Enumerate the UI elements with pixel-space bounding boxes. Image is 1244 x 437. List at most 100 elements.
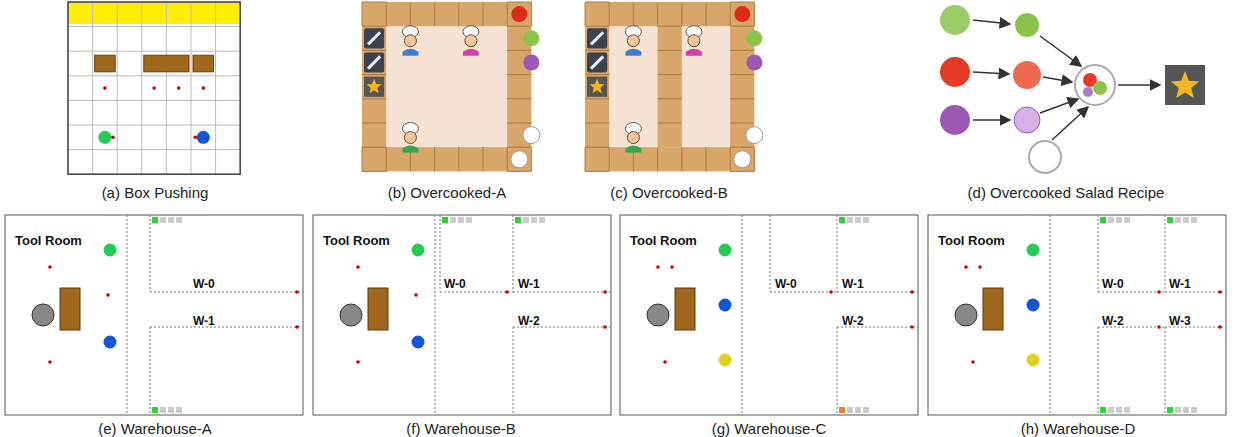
small-box xyxy=(95,55,116,72)
shape xyxy=(458,147,459,171)
shape xyxy=(48,360,52,364)
shape xyxy=(585,26,609,27)
shape xyxy=(1165,215,1166,292)
recipe-arrow xyxy=(1040,99,1078,113)
item-slot xyxy=(1191,217,1197,223)
item-slot xyxy=(1175,217,1181,223)
plate xyxy=(511,151,528,168)
workbench xyxy=(368,288,388,330)
shape xyxy=(585,147,609,148)
workshop-label: W-1 xyxy=(518,277,540,291)
chef-face xyxy=(688,35,700,47)
shape xyxy=(531,2,532,26)
recipe-arrow xyxy=(1040,36,1081,66)
shape xyxy=(837,327,838,415)
robot xyxy=(104,336,117,349)
robot xyxy=(412,336,425,349)
shape xyxy=(910,325,914,329)
shape xyxy=(152,86,156,90)
shape xyxy=(730,26,754,27)
shape xyxy=(730,74,754,75)
shape xyxy=(150,327,151,415)
shape xyxy=(68,26,240,27)
shape xyxy=(507,2,531,3)
tool-station xyxy=(32,304,54,326)
shape xyxy=(483,2,484,26)
recipe-arrow xyxy=(1052,107,1088,140)
shape xyxy=(68,149,240,150)
panel-caption: (g) Warehouse-C xyxy=(712,420,826,437)
shape xyxy=(964,265,968,269)
sliced-tomato xyxy=(1013,61,1041,89)
shape xyxy=(978,265,982,269)
shape xyxy=(585,50,609,51)
shape xyxy=(1171,71,1200,98)
shape xyxy=(1093,81,1107,95)
shape xyxy=(1098,215,1099,292)
shape xyxy=(670,265,674,269)
shape xyxy=(591,56,603,68)
shape xyxy=(829,290,833,294)
shape xyxy=(625,146,641,153)
counter xyxy=(585,2,754,171)
shape xyxy=(754,2,755,26)
panel-caption: (d) Overcooked Salad Recipe xyxy=(968,184,1165,201)
item-slot xyxy=(863,217,869,223)
lettuce xyxy=(940,5,970,35)
shape xyxy=(103,86,107,90)
item-slot xyxy=(1116,407,1122,413)
shape xyxy=(507,147,508,171)
shape xyxy=(1098,327,1099,415)
shape xyxy=(531,147,532,171)
shape xyxy=(440,292,513,293)
shape xyxy=(356,265,360,269)
panel-caption: (h) Warehouse-D xyxy=(1021,420,1135,437)
shape xyxy=(658,98,682,99)
shape xyxy=(590,79,605,94)
shape xyxy=(971,360,975,364)
cutting-board xyxy=(364,28,384,48)
shape xyxy=(658,123,682,124)
warehouse-border xyxy=(620,215,918,415)
item-slot xyxy=(1124,407,1130,413)
shape xyxy=(585,123,609,124)
shape xyxy=(513,215,514,292)
workshop-label: W-3 xyxy=(1169,314,1191,328)
plate xyxy=(523,127,540,144)
shape xyxy=(458,2,459,26)
shape xyxy=(658,50,682,51)
delivery xyxy=(1165,65,1205,105)
shape xyxy=(730,2,754,3)
shape xyxy=(150,215,151,292)
shape xyxy=(706,2,707,26)
shape xyxy=(730,147,754,148)
item-slot xyxy=(847,407,853,413)
chopped-lettuce xyxy=(1015,13,1039,37)
panel-caption: (f) Warehouse-B xyxy=(406,420,515,437)
item-slot xyxy=(1108,217,1114,223)
shape xyxy=(362,74,386,75)
workshop-label: W-1 xyxy=(1169,277,1191,291)
item-slot xyxy=(1167,217,1173,223)
shape xyxy=(68,75,240,76)
workshop-label: W-0 xyxy=(193,277,215,291)
shape xyxy=(609,2,610,26)
shape xyxy=(656,265,660,269)
item-slot xyxy=(168,217,174,223)
shape xyxy=(295,325,299,329)
shape xyxy=(356,360,360,364)
item-slot xyxy=(1167,407,1173,413)
robot xyxy=(719,354,732,367)
counter xyxy=(362,2,531,171)
shape xyxy=(295,290,299,294)
shape xyxy=(591,32,603,44)
item-slot xyxy=(1183,407,1189,413)
shape xyxy=(362,171,386,172)
item-slot xyxy=(442,217,448,223)
shape xyxy=(362,123,386,124)
shape xyxy=(681,2,682,26)
robot xyxy=(1027,354,1040,367)
shape xyxy=(362,147,363,171)
onion xyxy=(523,55,539,71)
